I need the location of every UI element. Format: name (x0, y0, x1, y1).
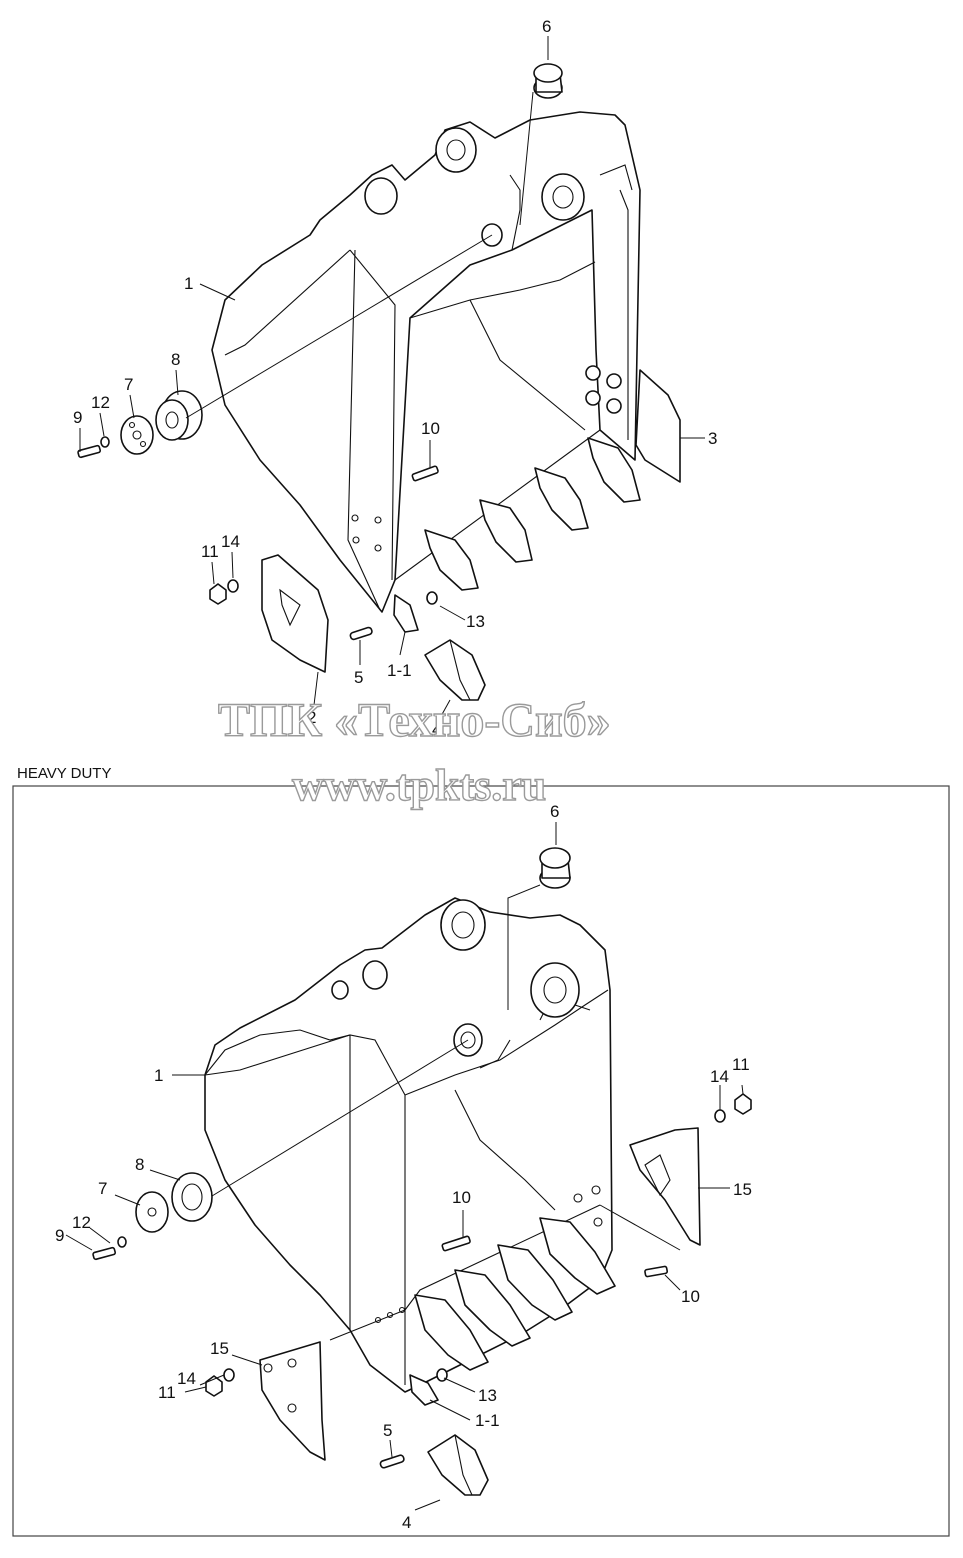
bolt-10 (411, 465, 439, 482)
callout-2: 2 (307, 708, 316, 727)
washer (227, 579, 239, 593)
shim-plate (120, 415, 154, 455)
hd-pin-boss-holes (331, 899, 603, 1324)
callout-12: 12 (91, 393, 110, 412)
callout-6: 6 (542, 17, 551, 36)
callout-3: 3 (708, 429, 717, 448)
hd-callout-13: 13 (478, 1386, 497, 1405)
watermark-url: www.tpkts.ru (292, 761, 546, 810)
tooth-adapters (393, 437, 641, 633)
hd-callout-10-lower: 10 (681, 1287, 700, 1306)
hd-bushing (539, 847, 571, 889)
hd-callout-labels: 1 1-1 4 5 6 7 8 9 10 10 11 11 12 13 14 1… (55, 802, 752, 1532)
watermark-company: ТПК «Техно-Сиб» (218, 694, 611, 747)
heavy-duty-bucket-assembly: 1 1-1 4 5 6 7 8 9 10 10 11 11 12 13 14 1… (55, 802, 752, 1532)
hd-callout-11-right: 11 (732, 1055, 750, 1074)
hd-callout-14-left: 14 (177, 1369, 196, 1388)
side-cutter (261, 554, 329, 673)
callout-14: 14 (221, 532, 240, 551)
nut (209, 583, 227, 605)
callout-labels: 1 1-1 2 3 4 5 6 7 8 9 10 11 12 13 14 (73, 17, 717, 739)
hd-washer-14-left (223, 1368, 235, 1382)
bolt (77, 444, 102, 459)
heavy-duty-label: HEAVY DUTY (17, 765, 111, 782)
spring-washer (100, 436, 110, 448)
standard-bucket-assembly: 1 1-1 2 3 4 5 6 7 8 9 10 11 12 13 14 (73, 17, 717, 739)
callout-11: 11 (201, 542, 219, 561)
heavy-duty-frame (12, 785, 950, 1537)
tooth-pin (349, 626, 373, 641)
hd-callout-1: 1 (154, 1066, 163, 1085)
hd-callout-5: 5 (383, 1421, 392, 1440)
hd-callout-12: 12 (72, 1213, 91, 1232)
callout-4: 4 (432, 720, 441, 739)
hd-shim-plate (135, 1191, 169, 1233)
hd-callout-15-right: 15 (733, 1180, 752, 1199)
hd-callout-14-right: 14 (710, 1067, 729, 1086)
hd-leader-lines (65, 822, 744, 1511)
hd-tooth-pin (379, 1454, 405, 1469)
callout-1: 1 (184, 274, 193, 293)
hd-tooth-adapters (409, 1217, 616, 1406)
hd-callout-4: 4 (402, 1513, 411, 1532)
hd-side-cutter-right (629, 1127, 701, 1246)
hd-tooth-point (427, 1434, 489, 1496)
boss-ring (155, 390, 203, 441)
tooth-point (424, 639, 486, 701)
hd-spring-washer-12 (117, 1236, 127, 1248)
hd-bolt-10-lower (644, 1265, 669, 1278)
hd-callout-1-1: 1-1 (475, 1411, 500, 1430)
callout-13: 13 (466, 612, 485, 631)
hd-callout-15-left: 15 (210, 1339, 229, 1358)
washer-13 (426, 591, 438, 605)
callout-10: 10 (421, 419, 440, 438)
callout-8: 8 (171, 350, 180, 369)
bushing (533, 63, 563, 99)
hd-callout-7: 7 (98, 1179, 107, 1198)
hd-washer-14-right (714, 1109, 726, 1123)
hd-callout-6: 6 (550, 802, 559, 821)
callout-7: 7 (124, 375, 133, 394)
callout-5: 5 (354, 668, 363, 687)
hd-nut-11-right (734, 1093, 752, 1115)
hd-bolt-9 (92, 1246, 117, 1261)
hd-callout-10-upper: 10 (452, 1188, 471, 1207)
callout-1-1: 1-1 (387, 661, 412, 680)
leader-lines (79, 36, 705, 719)
callout-9: 9 (73, 408, 82, 427)
hd-callout-11-left: 11 (158, 1383, 176, 1402)
pin-boss-holes (351, 127, 622, 552)
hd-callout-9: 9 (55, 1226, 64, 1245)
hd-boss-ring (171, 1172, 213, 1222)
hd-bolt-10-upper (441, 1235, 471, 1252)
hd-side-cutter-left (259, 1341, 326, 1461)
hd-callout-8: 8 (135, 1155, 144, 1174)
